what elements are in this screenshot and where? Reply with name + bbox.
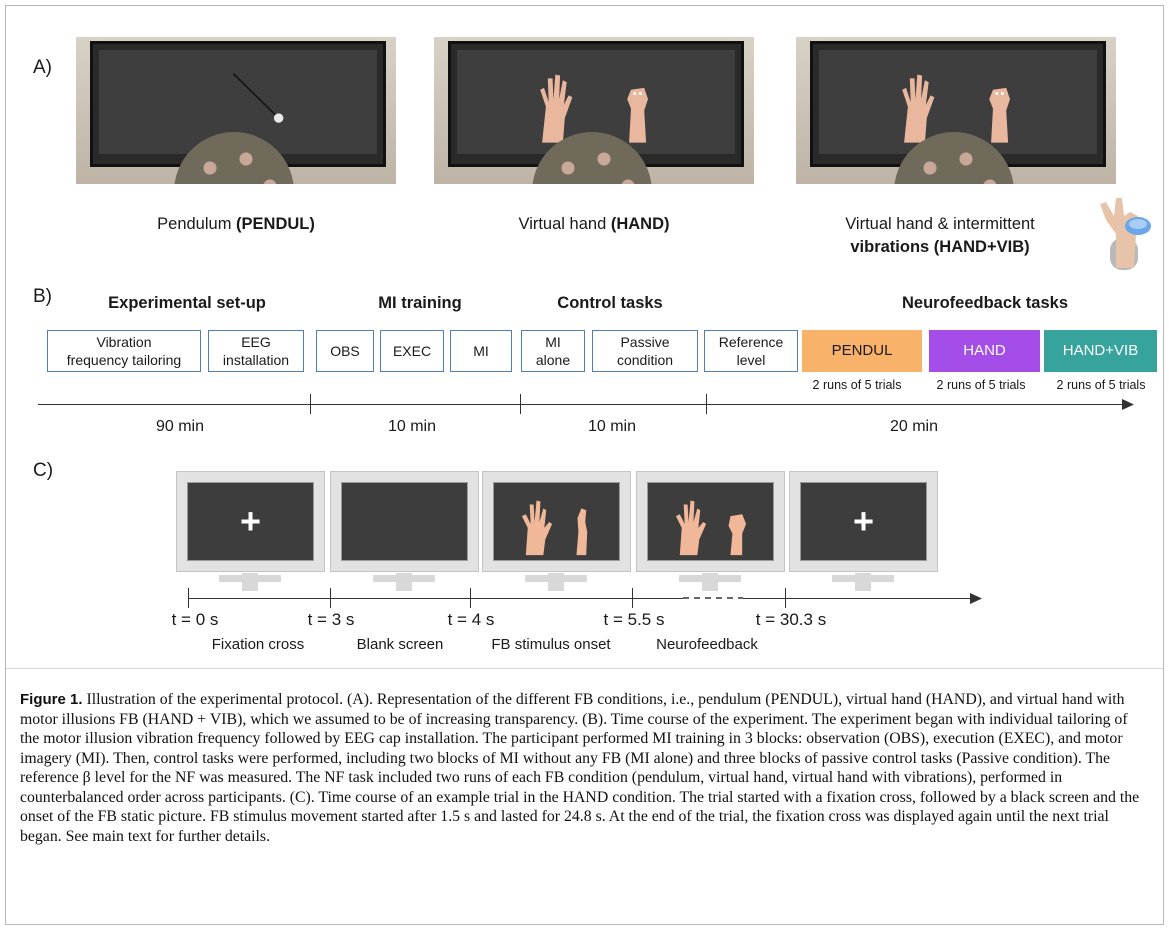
timeline-c-tick — [470, 588, 471, 608]
virtual-hands-icon — [540, 74, 648, 143]
section-title-neurofeedback: Neurofeedback tasks — [902, 294, 1068, 312]
timeline-b-tick — [310, 394, 311, 414]
duration-neurofeedback: 20 min — [889, 418, 939, 435]
vibrator-hand-icon — [1100, 198, 1151, 270]
timeline-c-axis — [188, 598, 683, 599]
arrow-head-icon — [970, 593, 982, 604]
timeline-c-tick — [632, 588, 633, 608]
panel-c-label: C) — [33, 460, 54, 481]
timeline-c-tick — [330, 588, 331, 608]
pendulum-photo — [76, 37, 396, 184]
timeline-b-tick — [520, 394, 521, 414]
virtual-hands-moving-icon — [675, 500, 747, 556]
runs-pendul: 2 runs of 5 trials — [812, 378, 902, 392]
event-blank-screen: Blank screen — [356, 636, 444, 653]
monitor-fixation: + — [176, 471, 325, 572]
timeline-b-axis — [38, 404, 1124, 405]
box-mi: MI — [450, 330, 512, 372]
section-title-setup: Experimental set-up — [108, 294, 266, 312]
timeline-c-dashed-segment — [683, 597, 743, 599]
duration-setup: 90 min — [155, 418, 205, 435]
virtual-hand-photo — [434, 37, 754, 184]
runs-hand-vib: 2 runs of 5 trials — [1056, 378, 1146, 392]
monitor-stand-base — [525, 575, 587, 582]
box-hand-vib: HAND+VIB — [1044, 330, 1157, 372]
panel-a-label: A) — [33, 57, 52, 78]
time-label-5-5: t = 5.5 s — [603, 610, 665, 629]
monitor-stand-base — [373, 575, 435, 582]
timeline-c-tick — [188, 588, 189, 608]
section-title-mi-training: MI training — [378, 294, 462, 312]
monitor-blank — [330, 471, 479, 572]
monitor-stand-base — [679, 575, 741, 582]
virtual-hand-vibration-caption: Virtual hand & intermittent vibrations (… — [845, 215, 1035, 256]
box-exec: EXEC — [380, 330, 444, 372]
monitor-fb-onset — [482, 471, 631, 572]
box-obs: OBS — [316, 330, 374, 372]
time-label-0: t = 0 s — [171, 610, 219, 629]
monitor-neurofeedback — [636, 471, 785, 572]
pendulum-icon — [232, 73, 284, 123]
time-label-30-3: t = 30.3 s — [755, 610, 827, 629]
timeline-b-tick — [706, 394, 707, 414]
virtual-hands-static-icon — [521, 500, 588, 556]
virtual-hand-vibration-photo — [796, 37, 1116, 184]
time-label-4: t = 4 s — [447, 610, 495, 629]
monitor-stand-base — [832, 575, 894, 582]
time-label-3: t = 3 s — [307, 610, 355, 629]
fixation-cross-icon: + — [852, 499, 875, 541]
event-fixation-cross: Fixation cross — [211, 636, 305, 653]
monitor-fixation-end: + — [789, 471, 938, 572]
event-fb-stimulus-onset: FB stimulus onset — [491, 636, 611, 653]
figure-caption: Figure 1. Illustration of the experiment… — [20, 690, 1150, 846]
monitor-stand-base — [219, 575, 281, 582]
arrow-head-icon — [1122, 399, 1134, 410]
timeline-c-tick — [785, 588, 786, 608]
section-title-control: Control tasks — [557, 294, 663, 312]
fixation-cross-icon: + — [239, 499, 262, 541]
box-pendul: PENDUL — [802, 330, 922, 372]
duration-mi-training: 10 min — [387, 418, 437, 435]
figure-frame — [5, 5, 1164, 925]
runs-hand: 2 runs of 5 trials — [936, 378, 1026, 392]
event-neurofeedback: Neurofeedback — [656, 636, 758, 653]
virtual-hands-icon — [902, 74, 1010, 143]
caption-separator — [6, 668, 1163, 669]
box-hand: HAND — [929, 330, 1040, 372]
panel-b-label: B) — [33, 286, 52, 307]
pendulum-caption: Pendulum (PENDUL) — [157, 215, 315, 233]
figure-caption-text: Illustration of the experimental protoco… — [20, 691, 1140, 845]
virtual-hand-caption: Virtual hand (HAND) — [518, 215, 670, 233]
figure-caption-label: Figure 1. — [20, 691, 83, 708]
duration-control: 10 min — [587, 418, 637, 435]
timeline-c-axis — [743, 598, 971, 599]
